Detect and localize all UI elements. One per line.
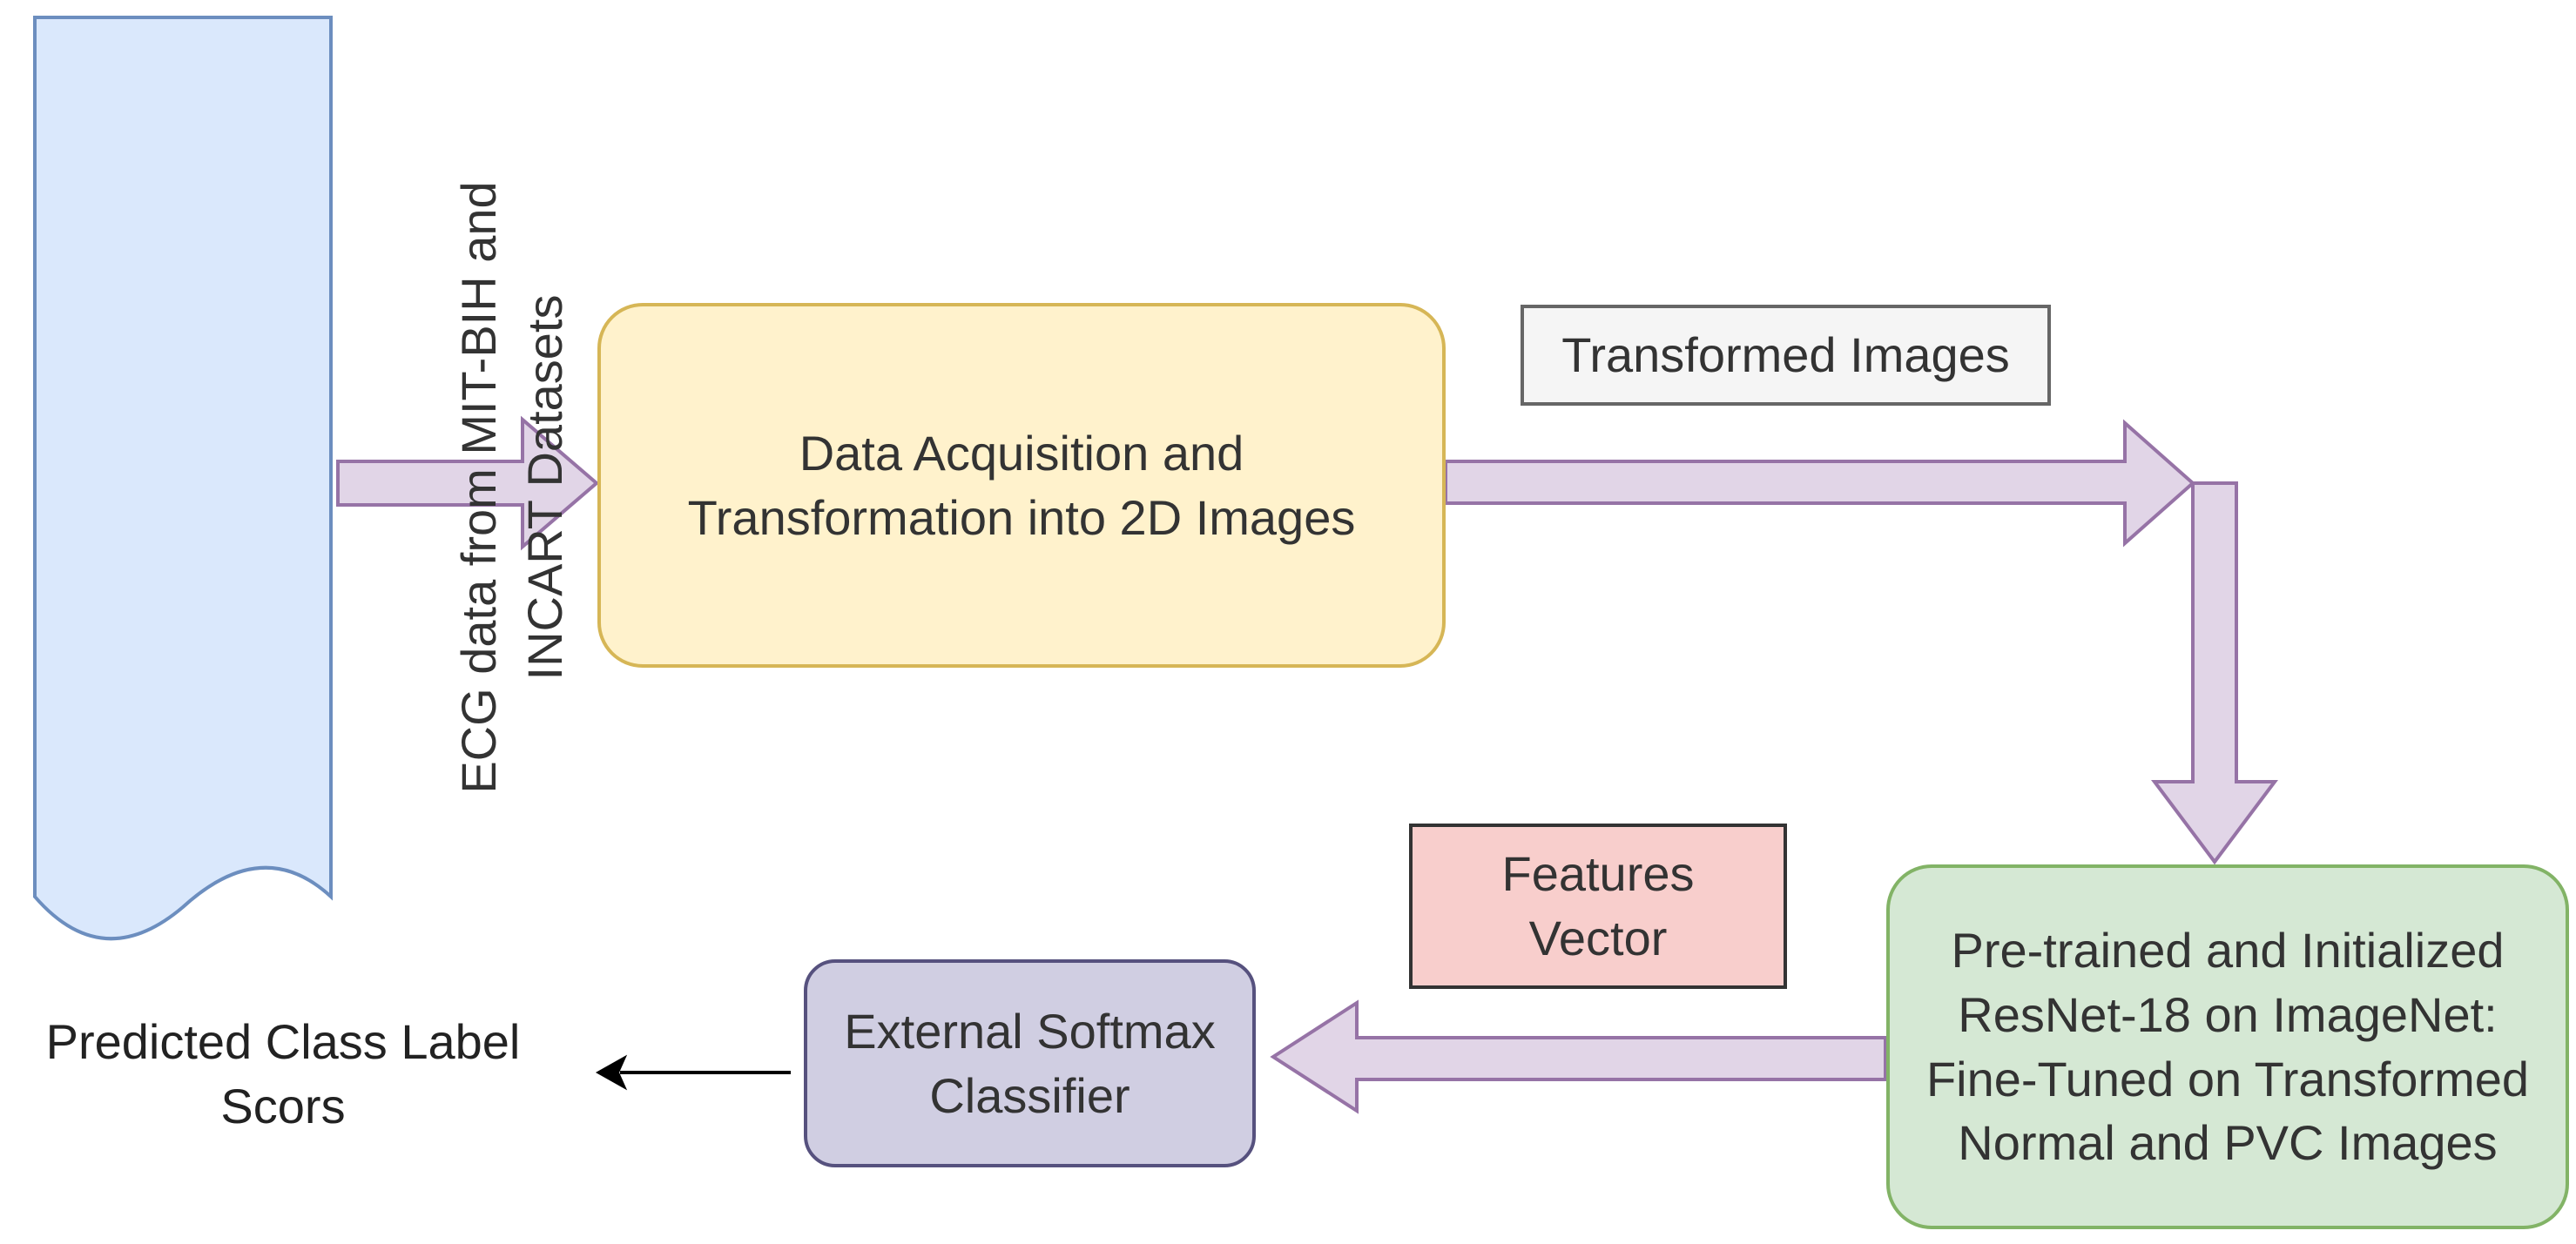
features-vector-box — [1409, 824, 1787, 989]
output-label: Predicted Class Label Scors — [45, 1014, 521, 1133]
acquisition-box — [597, 303, 1446, 668]
resnet-label: Pre-trained and Initialized ResNet-18 on… — [1925, 922, 2530, 1171]
source-data-label: ECG data from MIT-BIH and INCART Dataset… — [450, 181, 572, 794]
transformed-images-box — [1521, 305, 2051, 406]
features-vector-label: Features Vector — [1501, 846, 1695, 965]
source-data-shape — [33, 16, 333, 941]
acquisition-label: Data Acquisition and Transformation into… — [687, 425, 1356, 545]
arrow-down-to-resnet — [2151, 481, 2278, 865]
transformed-images-label: Transformed Images — [1561, 327, 2010, 383]
classifier-label: External Softmax Classifier — [844, 1003, 1216, 1123]
arrow-resnet-to-classifier — [1270, 999, 1887, 1114]
arrow-source-to-acquisition — [336, 415, 600, 551]
classifier-box — [804, 959, 1256, 1167]
resnet-box — [1886, 864, 2569, 1229]
arrow-head-output — [595, 1054, 628, 1091]
arrow-acquisition-to-right — [1444, 419, 2196, 548]
